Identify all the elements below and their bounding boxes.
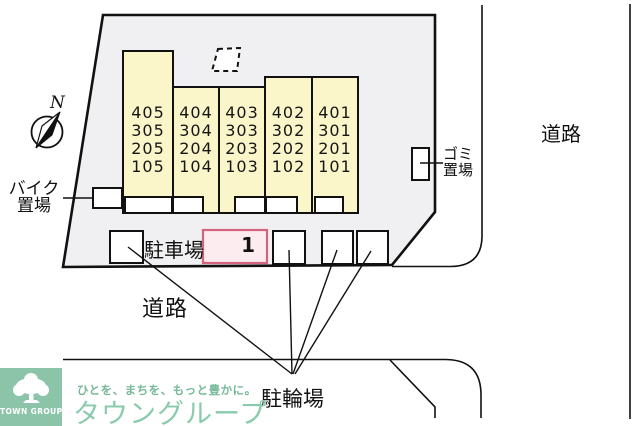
stall-number: 1 [241,233,255,257]
bicycle-leader-4 [294,250,372,375]
garbage-area-label-line2: 置場 [443,161,474,179]
compass-north-label: N [50,93,65,113]
unit-stack-5: 401 301 201 101 [312,104,358,176]
unit-number: 402 [271,103,306,122]
unit-number: 203 [225,139,259,158]
unit-number: 202 [271,139,306,158]
garbage-area-label-line1: ゴミ [443,145,474,163]
entrance-inset-4 [265,196,298,214]
unit-stack-3: 403 303 203 103 [219,104,265,176]
parking-square-1 [109,230,144,264]
compass-needle-black [35,111,61,149]
road-edge-upper-corner [392,5,483,268]
bicycle-parking-label: 駐輪場 [261,387,324,411]
bicycle-square-3 [356,230,389,265]
unit-stack-4: 402 302 202 102 [265,104,312,176]
entrance-inset-5 [314,196,344,214]
unit-number: 401 [318,103,352,122]
entrance-inset-1 [124,196,173,214]
highlighted-stall [201,228,269,265]
dashed-plot-marker [210,46,242,72]
unit-number: 105 [131,157,165,176]
unit-number: 101 [318,157,352,176]
unit-number: 302 [271,121,306,140]
road-label-bottom: 道路 [142,297,189,322]
road-edge-lower [63,358,482,418]
unit-number: 305 [131,121,165,140]
unit-stack-2: 404 304 204 104 [173,104,219,176]
unit-number: 304 [179,121,213,140]
entrance-inset-3 [234,196,266,214]
brand-name: タウングループ [73,399,268,426]
brand-tagline: ひとを、まちを、もっと豊かに。 [77,383,257,397]
unit-number: 204 [179,139,213,158]
bicycle-leader-2 [288,249,293,375]
building-column-5 [311,76,359,214]
entrance-inset-2 [172,196,204,214]
bike-storage-box [92,187,123,209]
tree-icon [13,373,49,403]
unit-number: 405 [131,103,165,122]
unit-number: 104 [179,157,213,176]
unit-number: 403 [225,103,259,122]
building-column-3 [218,86,266,214]
parking-lot-label: 駐車場 [144,238,204,262]
logo-caption: TOWN GROUP [0,407,63,416]
bike-storage-label-line2: 置場 [17,196,51,216]
unit-number: 103 [225,157,259,176]
unit-number: 301 [318,121,352,140]
block-corner-chamfer [389,359,436,418]
unit-number: 404 [179,103,213,122]
bicycle-leader-3 [292,249,338,375]
bicycle-square-2 [321,230,354,265]
unit-number: 102 [271,157,306,176]
bike-storage-label: バイク 置場 [4,181,64,215]
unit-number: 205 [131,139,165,158]
road-label-right: 道路 [541,122,581,146]
garbage-area-label: ゴミ 置場 [443,146,473,178]
unit-stack-1: 405 305 205 105 [123,104,173,176]
unit-number: 201 [318,139,352,158]
bike-storage-label-line1: バイク [8,179,60,199]
bicycle-leader-1 [127,246,293,375]
unit-number: 303 [225,121,259,140]
garbage-box [411,147,430,181]
